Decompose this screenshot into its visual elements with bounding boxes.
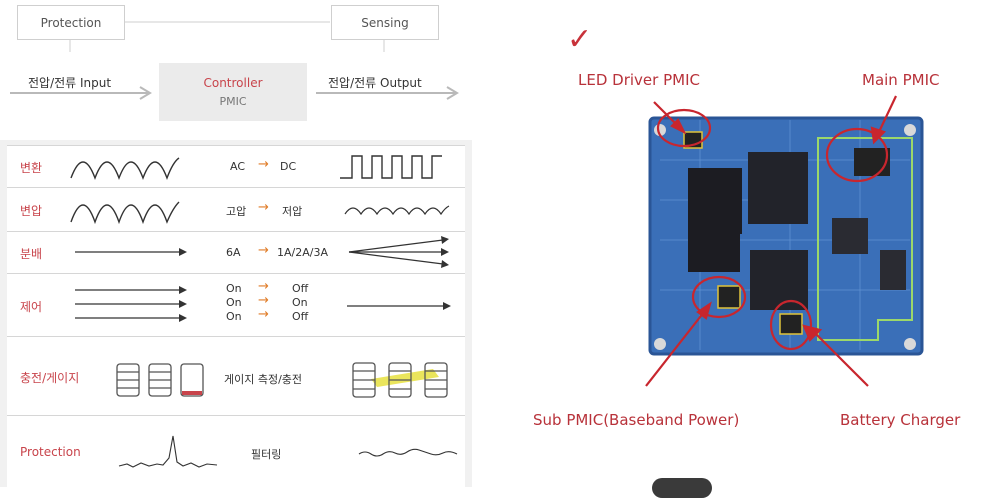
row-from: AC xyxy=(230,160,246,173)
row-from: 6A xyxy=(226,246,241,259)
protection-box: Protection xyxy=(17,5,125,40)
callout-led-driver-pmic: LED Driver PMIC xyxy=(578,71,700,89)
arrow-icon: → xyxy=(258,200,269,215)
row-to: 저압 xyxy=(282,205,303,218)
row-label: 변압 xyxy=(20,204,43,218)
row-from: On xyxy=(226,282,242,295)
sensing-box: Sensing xyxy=(331,5,439,40)
row-to: 1A/2A/3A xyxy=(277,246,328,259)
split-arrows-icon xyxy=(348,236,449,268)
callout-battery-charger: Battery Charger xyxy=(840,411,961,429)
player-control-handle[interactable] xyxy=(652,478,712,498)
controller-subtitle: PMIC xyxy=(219,95,247,108)
table-row: 분배 6A → 1A/2A/3A xyxy=(7,231,465,273)
row-text: 필터링 xyxy=(251,448,282,461)
row-label: 충전/게이지 xyxy=(20,371,80,385)
row-to: Off xyxy=(292,282,309,295)
low-voltage-wave-icon xyxy=(344,205,450,216)
arrow-icon: → xyxy=(258,293,269,308)
row-to: DC xyxy=(280,160,297,173)
output-label: 전압/전류 Output xyxy=(328,76,422,90)
protection-label: Protection xyxy=(40,15,102,30)
row-from: On xyxy=(226,296,242,309)
row-from: On xyxy=(226,310,242,323)
row-label: Protection xyxy=(20,445,81,459)
callout-arrows xyxy=(645,95,897,387)
row-to: Off xyxy=(292,310,309,323)
parallel-arrows-icon xyxy=(75,286,187,322)
table-row: 변환 AC → DC xyxy=(7,145,465,187)
arrow-icon: → xyxy=(258,279,269,294)
row-text: 게이지 측정/충전 xyxy=(224,373,303,386)
callout-main-pmic: Main PMIC xyxy=(862,71,940,89)
check-mark: ✓ xyxy=(567,22,593,57)
circuit-board-image xyxy=(648,108,924,356)
high-voltage-wave-icon xyxy=(70,201,180,225)
battery-gauge-icon xyxy=(116,363,204,397)
output-arrow-icon xyxy=(347,302,451,310)
arrow-icon: → xyxy=(258,157,269,172)
charging-batteries-icon xyxy=(352,362,448,398)
arrow-icon: → xyxy=(258,243,269,258)
table-row: 제어 On → Off On → On On → Off xyxy=(7,273,465,336)
row-label: 분배 xyxy=(20,247,43,261)
controller-title: Controller xyxy=(203,76,263,90)
function-table: 변환 AC → DC 변압 고압 → 저압 분배 6A → 1A/2A/3A xyxy=(0,140,472,488)
single-line-arrow-icon xyxy=(75,248,187,256)
callout-sub-pmic: Sub PMIC(Baseband Power) xyxy=(533,411,740,429)
square-wave-icon xyxy=(340,155,442,179)
input-label: 전압/전류 Input xyxy=(28,76,112,90)
sine-wave-icon xyxy=(70,157,180,180)
arrow-icon: → xyxy=(258,307,269,322)
spike-signal-icon xyxy=(118,435,218,468)
table-row: 변압 고압 → 저압 xyxy=(7,187,465,231)
diagram-connectors xyxy=(10,21,459,100)
table-row: Protection 필터링 xyxy=(7,415,465,488)
table-row: 충전/게이지 게이지 측정/충전 xyxy=(7,336,465,415)
controller-box: Controller PMIC xyxy=(159,63,307,121)
row-label: 제어 xyxy=(20,300,43,314)
sensing-label: Sensing xyxy=(361,15,409,30)
row-label: 변환 xyxy=(20,161,43,175)
row-from: 고압 xyxy=(226,205,247,218)
row-to: On xyxy=(292,296,308,309)
filtered-signal-icon xyxy=(358,448,458,457)
